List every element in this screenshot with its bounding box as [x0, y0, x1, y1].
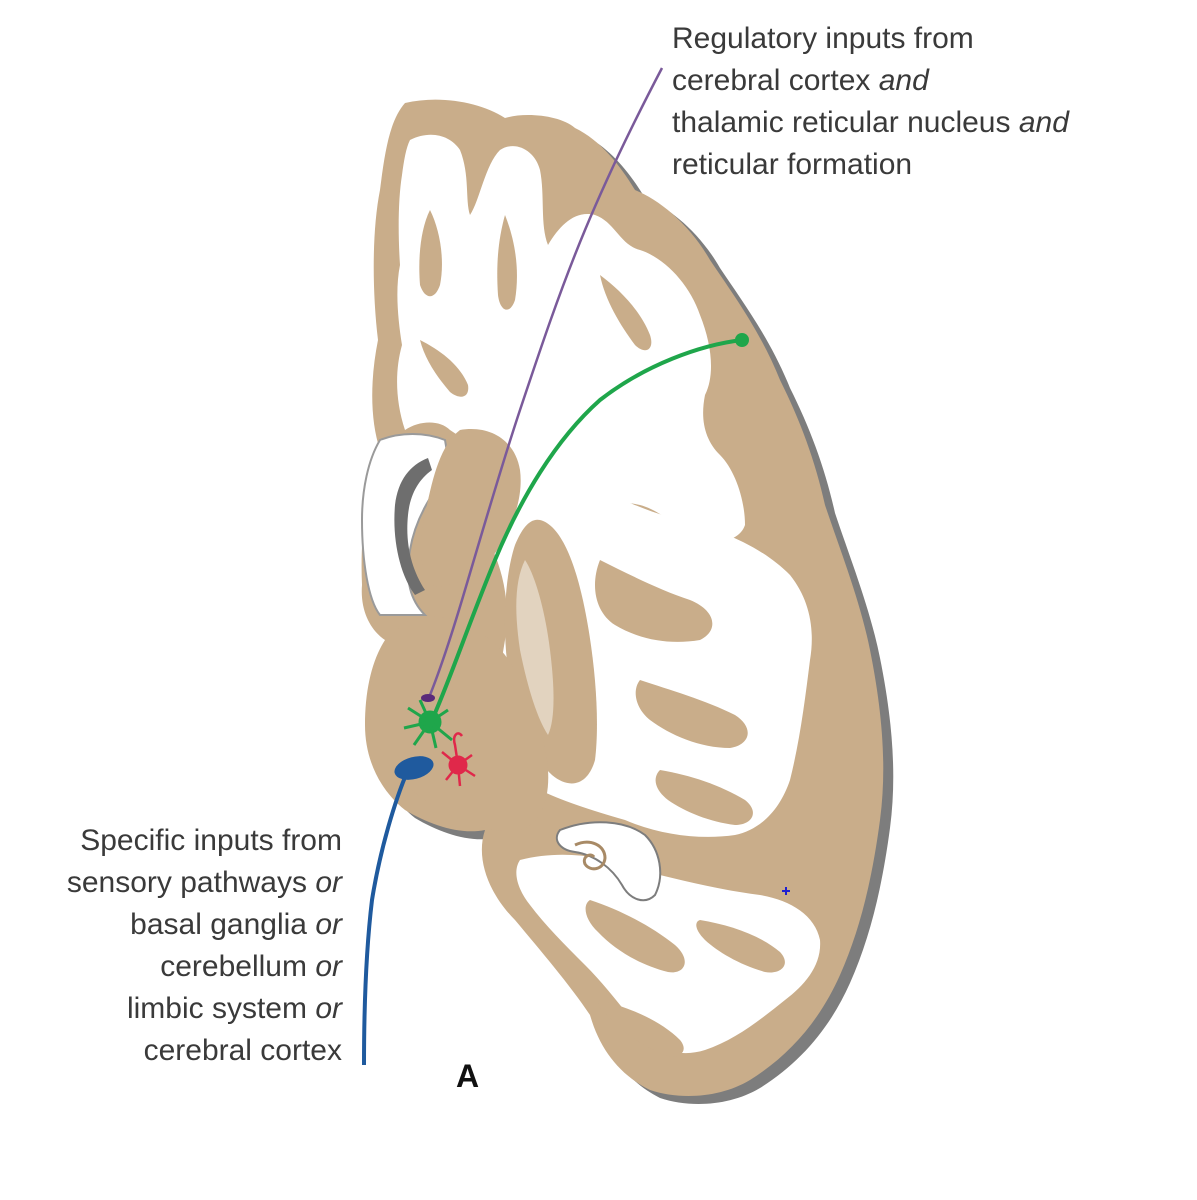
cortical-folds: [585, 560, 785, 1057]
regulatory-inputs-label: Regulatory inputs from cerebral cortex a…: [672, 18, 1069, 186]
panel-letter: A: [456, 1058, 480, 1094]
specific-inputs-label: Specific inputs from sensory pathways or…: [67, 820, 342, 1072]
relay-neuron: [403, 699, 453, 749]
cortical-target: [735, 333, 749, 347]
globus-pallidus: [516, 560, 554, 735]
specific-input-terminal: [394, 756, 434, 780]
regulatory-line-3: thalamic reticular nucleus and: [672, 106, 1069, 139]
specific-line-3: basal ganglia or: [130, 908, 342, 941]
specific-line-6: cerebral cortex: [143, 1034, 342, 1067]
regulatory-line-4: reticular formation: [672, 148, 913, 181]
specific-line-5: limbic system or: [126, 992, 342, 1025]
ventricle-shadow: [394, 458, 432, 595]
specific-input-line: [362, 769, 410, 1066]
hippocampus-curl: [574, 840, 607, 871]
cortical-projection-line: [430, 338, 743, 721]
caudate-nucleus: [420, 429, 521, 587]
interneuron: [441, 732, 476, 787]
cross-marker: [782, 887, 790, 895]
specific-line-2: sensory pathways or: [66, 866, 342, 899]
regulatory-terminal: [421, 694, 435, 702]
specific-line-4: cerebellum or: [160, 950, 342, 983]
specific-line-1: Specific inputs from: [80, 824, 342, 857]
regulatory-line-2: cerebral cortex and: [672, 64, 929, 97]
regulatory-line-1: Regulatory inputs from: [672, 22, 974, 55]
regulatory-pathway-line: [428, 67, 664, 696]
